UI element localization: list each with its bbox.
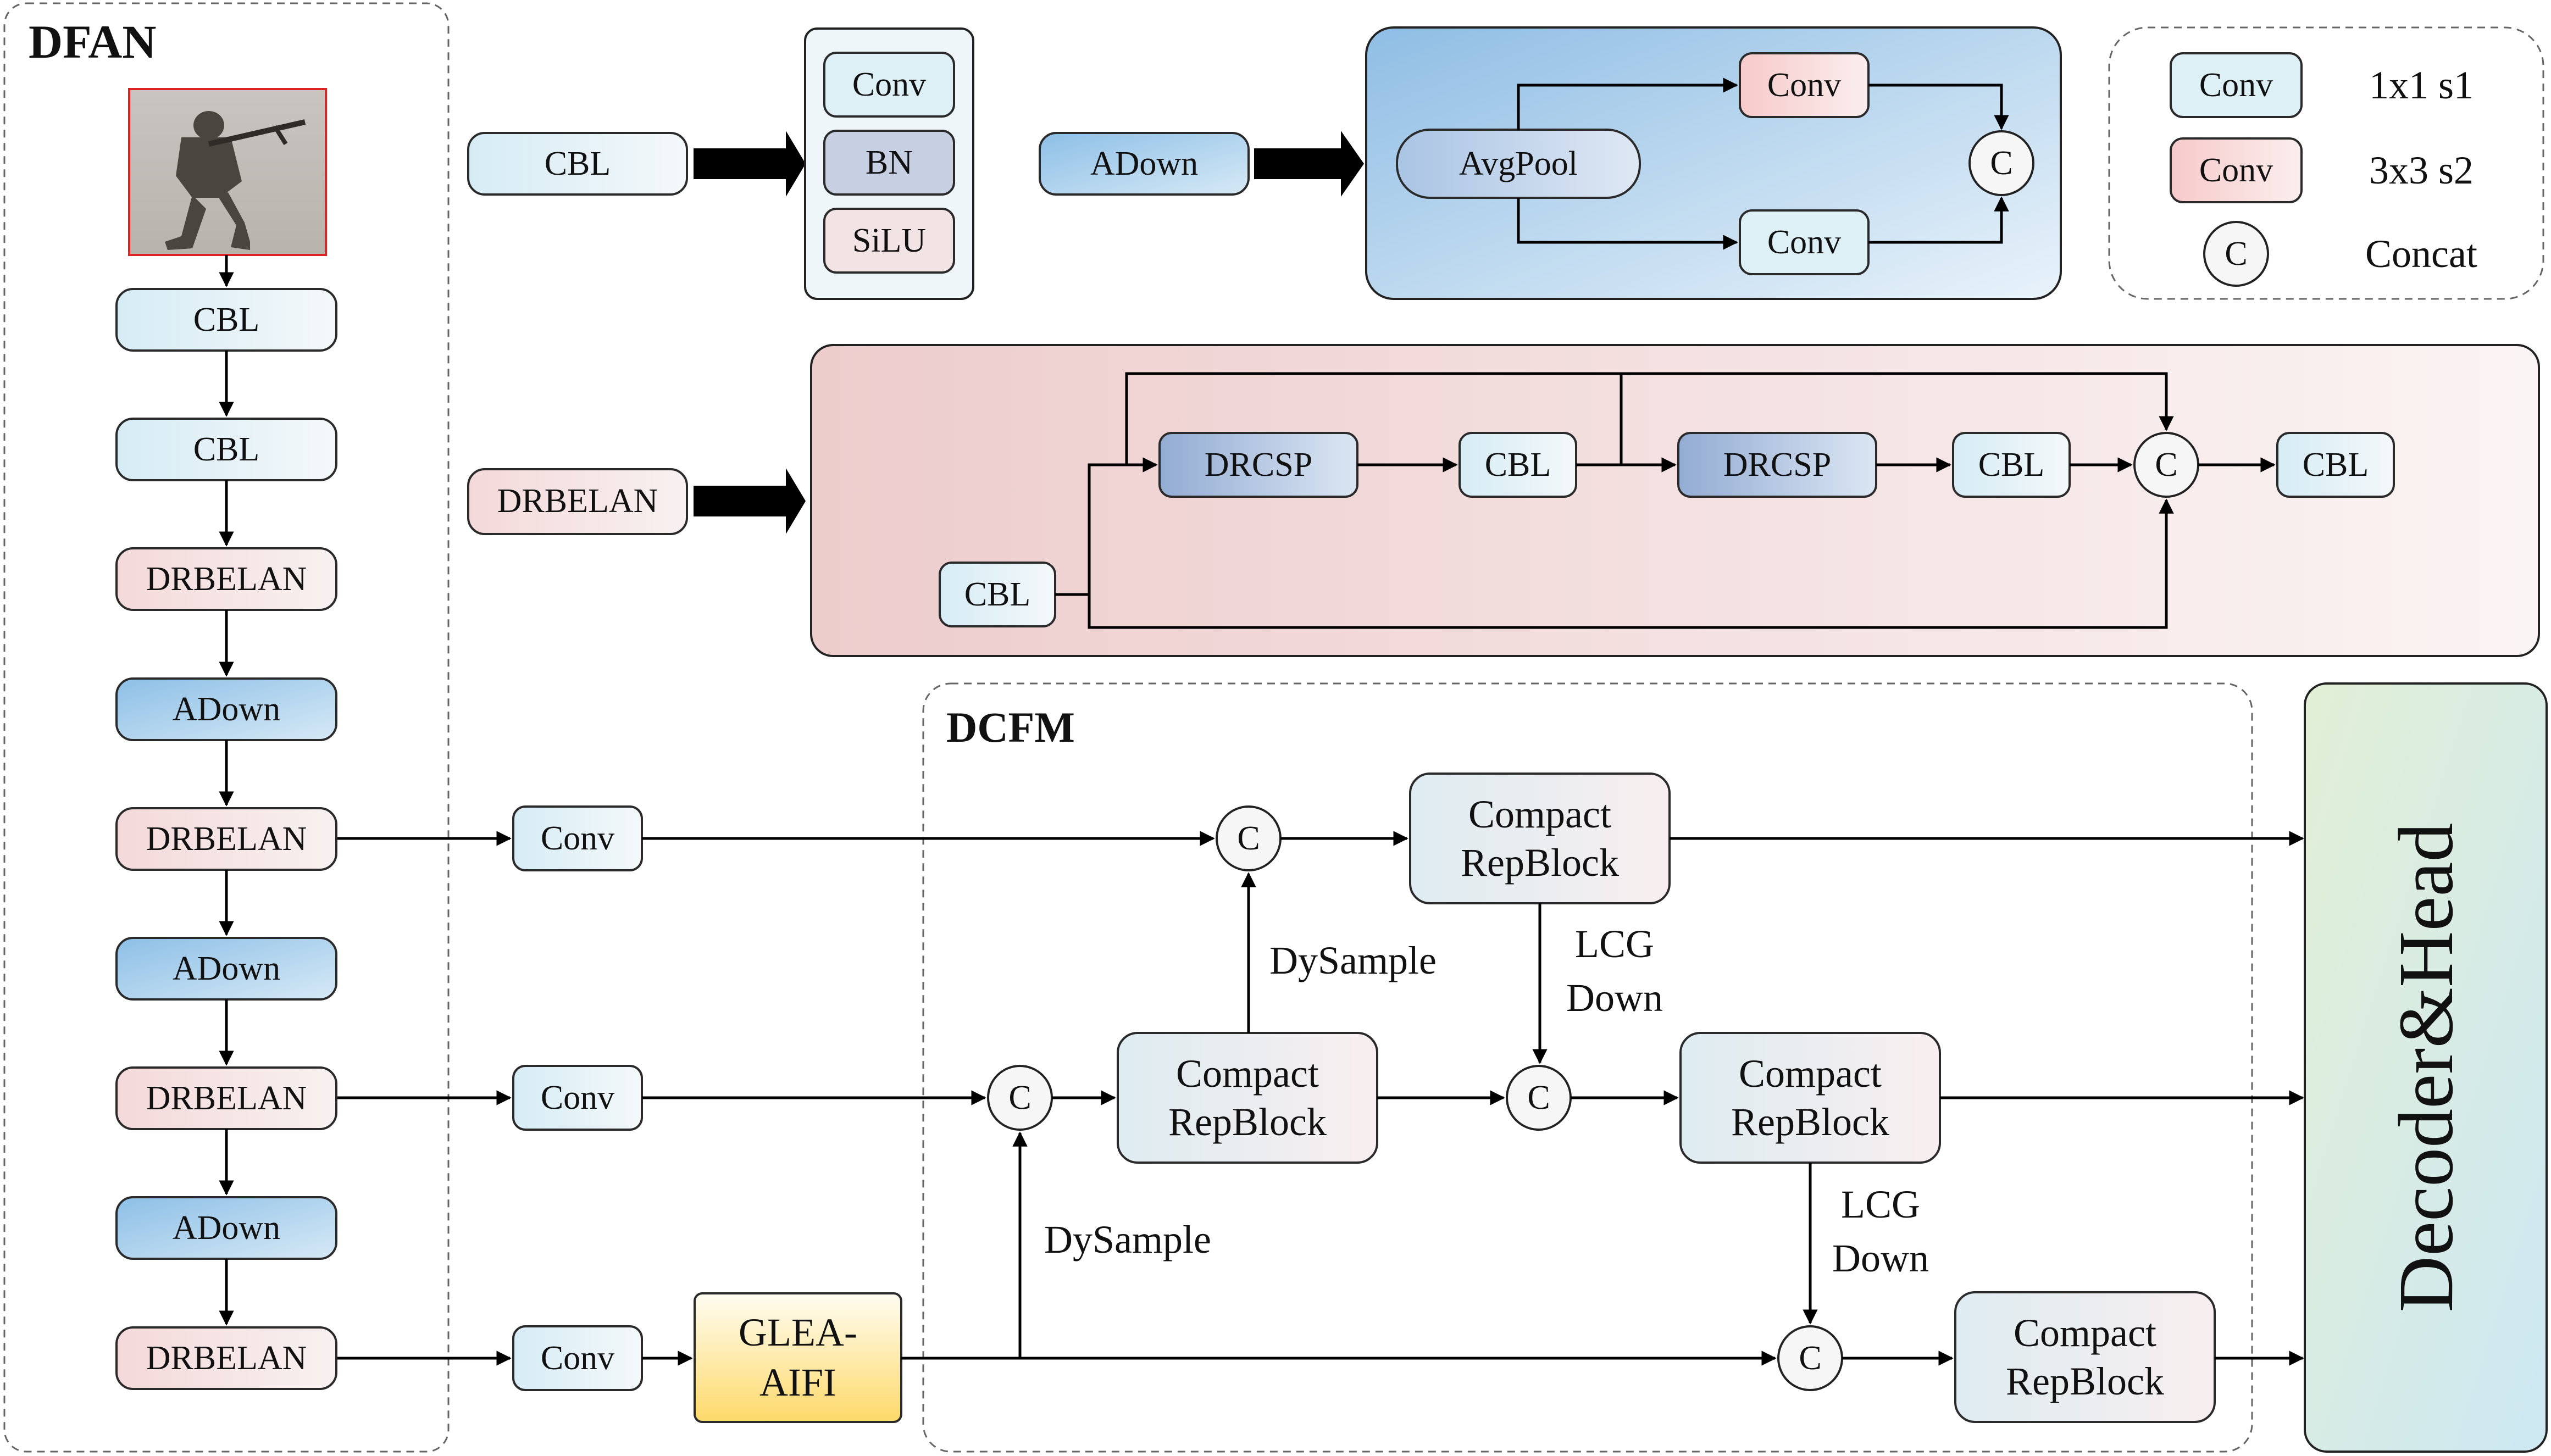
concat-node-c-label: C xyxy=(1527,1079,1550,1116)
drbelan-edge-input-bottom xyxy=(1088,498,2174,629)
cbl-bn-label: BN xyxy=(866,144,913,181)
backbone-adown-8-label: ADown xyxy=(173,1209,280,1247)
dfan-title: DFAN xyxy=(29,15,156,68)
legend-desc-1x1: 1x1 s1 xyxy=(2369,63,2474,107)
drbelan-concat-label: C xyxy=(2155,446,2177,484)
adown-edge-bottom xyxy=(1517,198,1738,250)
backbone-drbelan-5-label: DRBELAN xyxy=(146,820,307,858)
adown-expand-arrow xyxy=(1254,131,1364,197)
lcg-down-label-bottom-2: Down xyxy=(1832,1236,1929,1280)
drbelan-input-cbl-label: CBL xyxy=(964,576,1031,613)
glea-aifi-line2: AIFI xyxy=(759,1360,836,1404)
adown-detail-panel xyxy=(1365,26,2062,300)
concat-node-a-label: C xyxy=(1237,820,1260,857)
cbl-silu-part xyxy=(823,208,955,274)
compact-repblock-bottom-line1: Compact xyxy=(2014,1311,2156,1355)
compact-repblock-bottom-line2: RepBlock xyxy=(2006,1359,2164,1403)
lcg-down-label-top-2: Down xyxy=(1566,976,1663,1020)
adown-concat-node xyxy=(1968,130,2034,196)
decoder-head-label: Decoder&Head xyxy=(2382,823,2469,1313)
avgpool-label: AvgPool xyxy=(1459,145,1578,182)
backbone-cbl-2-label: CBL xyxy=(193,431,260,468)
dysample-label-top: DySample xyxy=(1269,938,1437,982)
neck-conv-1-label: Conv xyxy=(541,820,614,857)
cbl-detail-box xyxy=(467,132,688,196)
drcsp-1-label: DRCSP xyxy=(1205,446,1312,484)
backbone-drbelan-3-label: DRBELAN xyxy=(146,560,307,598)
concat-node-b-label: C xyxy=(1008,1079,1031,1116)
legend-conv-3x3-label: Conv xyxy=(2199,152,2273,189)
adown-detail-box xyxy=(1039,132,1250,196)
dysample-label-bottom: DySample xyxy=(1044,1218,1211,1262)
legend-desc-concat: Concat xyxy=(2365,232,2477,276)
drbelan-cbl-2-label: CBL xyxy=(1978,446,2045,484)
dfan-panel xyxy=(3,2,450,1453)
adown-conv-bottom-label: Conv xyxy=(1767,224,1841,261)
adown-edge-bottom-concat xyxy=(1868,196,2009,244)
compact-repblock-mid-right-line1: Compact xyxy=(1739,1052,1882,1096)
backbone-drbelan-9-label: DRBELAN xyxy=(146,1340,307,1377)
legend-conv-1x1-label: Conv xyxy=(2199,66,2273,104)
drbelan-detail-panel xyxy=(810,344,2540,657)
cbl-conv-label: Conv xyxy=(852,66,926,103)
cbl-silu-label: SiLU xyxy=(852,222,926,259)
neck-conv-2-label: Conv xyxy=(541,1079,614,1116)
cbl-expand-arrow xyxy=(694,131,806,197)
adown-detail: ADown AvgPool Conv Conv C xyxy=(1039,26,2062,300)
drbelan-output-cbl xyxy=(2276,432,2395,498)
legend: Conv 1x1 s1 Conv 3x3 s2 C Concat xyxy=(2108,26,2544,300)
drbelan-cbl-1-label: CBL xyxy=(1485,446,1551,484)
drbelan-edge-input xyxy=(1055,457,1158,596)
lcg-down-label-bottom-1: LCG xyxy=(1841,1182,1920,1226)
legend-panel xyxy=(2108,26,2544,300)
concat-node-d-label: C xyxy=(1799,1340,1821,1377)
backbone-adown-6-label: ADown xyxy=(173,950,280,987)
neck-fusion: C C C C Compact RepBlock Compact RepBloc… xyxy=(337,773,2304,1423)
drcsp-2-label: DRCSP xyxy=(1723,446,1831,484)
glea-aifi-line1: GLEA- xyxy=(739,1310,857,1354)
neck-conv-3-label: Conv xyxy=(541,1340,614,1377)
compact-repblock-mid-left-line2: RepBlock xyxy=(1168,1100,1327,1144)
legend-concat-label: C xyxy=(2225,235,2247,273)
cbl-conv-part xyxy=(823,52,955,118)
drbelan-detail-label: DRBELAN xyxy=(497,482,658,520)
legend-conv-1x1 xyxy=(2170,52,2303,118)
decoder-head-block xyxy=(2304,682,2548,1453)
neck-lateral: Conv Conv Conv GLEA- AIFI xyxy=(512,805,902,1423)
drbelan-detail-box xyxy=(467,468,688,535)
dcfm-panel xyxy=(922,682,2253,1453)
adown-concat-label: C xyxy=(1990,145,2012,182)
adown-edge-top xyxy=(1517,77,1738,130)
drbelan-edge-top-skip xyxy=(1125,372,2174,465)
adown-edge-top-concat xyxy=(1868,84,2009,130)
legend-desc-3x3: 3x3 s2 xyxy=(2369,148,2474,192)
drbelan-output-cbl-label: CBL xyxy=(2303,446,2369,484)
backbone-drbelan-9 xyxy=(115,1326,337,1390)
adown-detail-label: ADown xyxy=(1090,145,1198,182)
lcg-down-label-top-1: LCG xyxy=(1575,922,1654,966)
backbone-drbelan-7-label: DRBELAN xyxy=(146,1080,307,1117)
legend-conv-3x3 xyxy=(2170,137,2303,203)
legend-concat-node xyxy=(2203,221,2269,287)
drbelan-expand-arrow xyxy=(694,468,806,534)
drbelan-detail: DRBELAN CBL DRCSP CBL DRCSP CBL C CBL xyxy=(467,344,2540,657)
compact-repblock-mid-right-line2: RepBlock xyxy=(1731,1100,1889,1144)
dcfm-title: DCFM xyxy=(946,703,1075,751)
backbone-cbl-1-label: CBL xyxy=(193,301,260,338)
adown-conv-top-label: Conv xyxy=(1767,66,1841,104)
input-image xyxy=(128,88,327,256)
backbone-adown-4-label: ADown xyxy=(173,691,280,728)
cbl-bn-part xyxy=(823,130,955,196)
compact-repblock-top-line2: RepBlock xyxy=(1461,841,1619,885)
compact-repblock-top-line1: Compact xyxy=(1468,792,1611,836)
cbl-detail: CBL Conv BN SiLU xyxy=(467,27,974,300)
cbl-detail-label: CBL xyxy=(545,145,611,182)
compact-repblock-mid-left-line1: Compact xyxy=(1176,1052,1319,1096)
